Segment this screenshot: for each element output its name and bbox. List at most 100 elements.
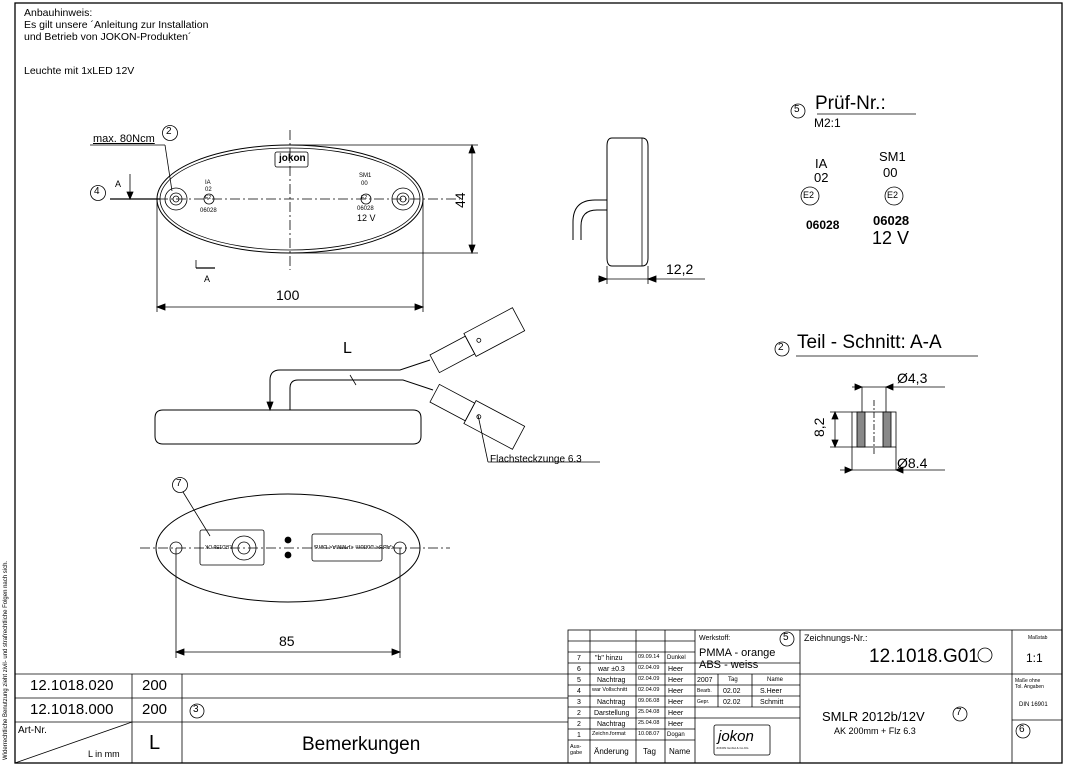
sheet-border xyxy=(14,2,1063,764)
note-line-3: und Betrieb von JOKON-Produkten´ xyxy=(24,31,192,43)
tol-line-2: Tol. Angaben xyxy=(1015,684,1044,690)
section-a-bottom: A xyxy=(204,274,211,284)
company-name: JOKON GmbH & Co.KG xyxy=(716,746,749,750)
cable-length-label: L xyxy=(343,340,352,357)
part-row-2-len: 200 xyxy=(142,701,168,718)
front-view xyxy=(90,125,478,312)
rev-name: Heer xyxy=(668,699,684,706)
section-view xyxy=(830,383,945,474)
rev-h-date: Tag xyxy=(643,747,656,756)
rev-date: 02.04.09 xyxy=(638,676,660,682)
note-led: Leuchte mit 1xLED 12V xyxy=(24,65,135,77)
part-row-1-len: 200 xyxy=(142,677,168,694)
rev-no: 2 xyxy=(577,721,581,728)
rev-date: 02.04.09 xyxy=(638,687,660,693)
pruef-mark2-a: SM1 xyxy=(879,149,906,164)
pruef-title: Prüf-Nr.: xyxy=(815,93,886,114)
section-d-top: Ø4,3 xyxy=(897,370,928,386)
rev-date: 09.09.14 xyxy=(638,654,660,660)
rev-change: Darstellung xyxy=(594,710,630,717)
drawing-sub: AK 200mm + Flz 6.3 xyxy=(834,726,916,736)
rev-name: Dogan xyxy=(667,732,685,738)
bearb-label: Bearb. xyxy=(697,688,712,694)
rear-label-left: LED15b OK xyxy=(205,543,232,549)
pruef-mark2-c: E2 xyxy=(887,190,899,200)
rev-date: 09.06.08 xyxy=(638,698,660,704)
bearb-name: S.Heer xyxy=(760,688,782,695)
section-height: 8,2 xyxy=(811,417,827,437)
tab-label: Flachsteckzunge 6.3 xyxy=(490,454,582,465)
rev-name: Heer xyxy=(668,666,684,673)
gepr-name: Schmitt xyxy=(760,699,784,706)
torque-label: max. 80Ncm xyxy=(93,133,155,145)
header-note: Bemerkungen xyxy=(302,734,421,755)
rev-h-change: Änderung xyxy=(594,747,629,756)
note-title: Anbauhinweis: xyxy=(24,7,93,19)
dim-width: 100 xyxy=(276,287,300,303)
company-logo: jokon xyxy=(718,728,754,745)
rev-no: 6 xyxy=(577,666,581,673)
sheet-ref: 6 xyxy=(1019,724,1025,735)
rev-no: 7 xyxy=(577,655,581,662)
rev-date: 25.04.08 xyxy=(638,709,660,715)
scale-label: Maßstab xyxy=(1028,635,1048,641)
rev-change: war ±0.3 xyxy=(598,666,625,673)
rev-h-name: Name xyxy=(669,747,691,756)
dim-depth: 12,2 xyxy=(666,261,694,277)
rev-name: Dunkel xyxy=(667,655,686,661)
drawing-number: 12.1018.G01 xyxy=(869,646,979,667)
section-ref: 4 xyxy=(94,186,100,197)
rev-change: Nachtrag xyxy=(597,677,626,684)
pruef-mark1-a: IA xyxy=(815,156,828,171)
rev-date: 25.04.08 xyxy=(638,720,660,726)
rev-change: Nachtrag xyxy=(597,699,626,706)
revision-table xyxy=(567,629,1063,764)
material-line-2: ABS - weiss xyxy=(699,659,759,671)
rev-no: 5 xyxy=(577,677,581,684)
rev-change: war Vollschnitt xyxy=(592,687,628,693)
rev-name: Heer xyxy=(668,688,684,695)
drawing-name-ref: 7 xyxy=(956,707,962,718)
part-row-1-art: 12.1018.020 xyxy=(30,677,114,694)
rev-no: 1 xyxy=(577,732,581,739)
drawing-no-label: Zeichnungs-Nr.: xyxy=(804,633,868,643)
pruef-mark2-d: 06028 xyxy=(873,213,910,228)
bearb-date: 02.02 xyxy=(723,688,741,695)
pruef-mark1-d: 06028 xyxy=(806,218,840,232)
gepr-label: Gepr. xyxy=(697,699,710,705)
scale-value: 1:1 xyxy=(1026,651,1043,665)
rev-name: Heer xyxy=(668,710,684,717)
torque-ref: 2 xyxy=(166,126,172,137)
approval-h-tag: Tag xyxy=(728,677,738,683)
pruef-ref-circle xyxy=(790,103,806,119)
pruef-mark2-b: 00 xyxy=(883,165,898,180)
rear-label-right: <ABS< bottom <PMMA< Lens xyxy=(314,543,395,549)
material-label: Werkstoff: xyxy=(699,635,731,642)
material-ref: 5 xyxy=(783,632,789,643)
pruef-mark1-c: E2 xyxy=(803,190,815,200)
mark-left-2: 02 xyxy=(205,187,212,193)
dim-height: 44 xyxy=(452,192,468,208)
mark-right-1: SM1 xyxy=(359,173,372,179)
side-view xyxy=(572,137,705,284)
mark-right-2: 00 xyxy=(361,181,368,187)
section-title-ref: 2 xyxy=(778,342,784,353)
rev-date: 02.04.09 xyxy=(638,665,660,671)
rev-no: 2 xyxy=(577,710,581,717)
rev-name: Heer xyxy=(668,721,684,728)
din-norm: DIN 16901 xyxy=(1019,702,1048,708)
part-row-2-art: 12.1018.000 xyxy=(30,701,114,718)
pruef-mark1-b: 02 xyxy=(814,170,829,185)
cable-view xyxy=(154,307,600,463)
tol-line-1: Maße ohne xyxy=(1015,678,1041,684)
rev-name: Heer xyxy=(668,677,684,684)
pruef-scale: M2:1 xyxy=(814,116,841,130)
mark-left-4: 06028 xyxy=(200,208,217,214)
copyright-notice: Widerrechtliche Benutzung zieht zivil- u… xyxy=(3,560,9,760)
note-line-2: Es gilt unsere ´Anleitung zur Installati… xyxy=(24,19,209,31)
rev-change: Nachtrag xyxy=(597,721,626,728)
section-title: Teil - Schnitt: A-A xyxy=(797,332,942,353)
parts-table xyxy=(14,673,568,764)
rev-no: 4 xyxy=(577,688,581,695)
